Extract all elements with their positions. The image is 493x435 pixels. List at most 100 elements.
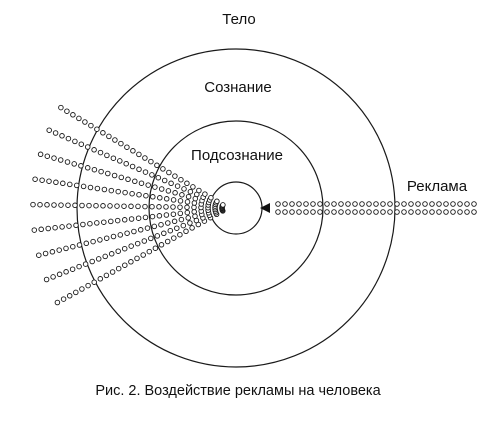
beam-dot [436,201,442,207]
scatter-dot [171,218,178,225]
scatter-dot [121,245,128,252]
scatter-dot [177,231,183,238]
scatter-dot [150,194,156,200]
scatter-dot [148,158,154,165]
scatter-dot [101,219,107,225]
scatter-dot [103,235,110,241]
scatter-dot [94,185,101,192]
scatter-dot [84,144,91,150]
beam-dot [331,209,337,215]
beam-dot [303,201,309,207]
scatter-dot [141,238,148,244]
scatter-dot [63,269,69,275]
scatter-dot [76,242,83,248]
scatter-dot [82,261,89,267]
scatter-dot [49,249,56,255]
beam-dot [422,201,428,207]
scatter-dot [174,183,181,189]
scatter-dot [124,230,130,236]
beam-dot [289,201,295,207]
scatter-dot [138,180,145,186]
scatter-dot [51,202,57,208]
scatter-dot [168,180,174,187]
scatter-dot [98,168,104,175]
scatter-dot [180,222,187,229]
beam-dot [373,209,379,215]
scatter-dot [50,274,56,280]
beam-dot [457,209,463,215]
label-advertising: Реклама [407,178,468,195]
scatter-dot [161,177,168,184]
scatter-dot [95,256,102,262]
scatter-dot [93,202,99,209]
scatter-dot [134,240,141,247]
scatter-dot [108,218,114,225]
scatter-dot [91,166,98,173]
beam-dot [408,209,414,215]
scatter-dot [154,162,160,169]
scatter-dot [165,188,172,194]
influence-scatter-fan [30,104,226,306]
beam-dot [429,209,435,215]
scatter-dot [129,163,136,170]
scatter-dot [65,135,72,142]
scatter-dot [117,232,124,238]
scatter-dot [171,235,177,241]
scatter-dot [30,201,36,208]
scatter-dot [102,253,108,260]
scatter-dot [146,248,153,255]
beam-dot [345,201,351,207]
beam-dot [317,201,323,207]
scatter-dot [165,220,171,226]
scatter-dot [72,202,78,209]
scatter-dot [129,190,135,197]
scatter-dot [155,174,162,181]
scatter-dot [107,203,113,209]
scatter-dot [36,252,42,258]
body-circle [76,48,396,368]
scatter-dot [214,198,220,205]
scatter-dot [135,215,142,221]
scatter-dot [56,247,62,253]
beam-dot [324,209,330,215]
scatter-dot [97,276,104,282]
scatter-dot [73,289,79,296]
scatter-dot [100,203,106,209]
scatter-dot [73,182,80,189]
scatter-dot [151,223,158,230]
scatter-dot [101,186,108,193]
scatter-dot [110,155,117,161]
beam-dot [471,201,477,207]
scatter-dot [191,209,197,215]
scatter-dot [158,242,165,248]
scatter-dot [121,203,127,209]
scatter-dot [86,202,92,209]
scatter-dot [66,223,72,229]
scatter-dot [172,190,178,196]
label-consciousness: Сознание [204,79,272,96]
beam-dot [450,209,456,215]
scatter-dot [80,183,87,190]
scatter-dot [149,203,155,210]
beam-dot [380,201,386,207]
scatter-dot [91,147,97,153]
beam-dot [338,201,344,207]
scatter-dot [121,217,128,223]
beam-dot [443,209,449,215]
beam-dot [387,209,393,215]
scatter-dot [160,166,166,172]
scatter-dot [142,203,148,210]
scatter-dot [148,235,154,242]
scatter-dot [111,172,118,179]
scatter-dot [115,248,121,254]
scatter-dot [91,279,97,285]
beam-dot [394,209,400,215]
scatter-dot [56,271,63,278]
beam-dot [373,201,379,207]
beam-dot [282,201,288,207]
scatter-dot [46,178,52,184]
scatter-dot [184,180,190,187]
scatter-dot [104,152,110,159]
scatter-dot [142,214,149,221]
scatter-dot [76,263,82,270]
